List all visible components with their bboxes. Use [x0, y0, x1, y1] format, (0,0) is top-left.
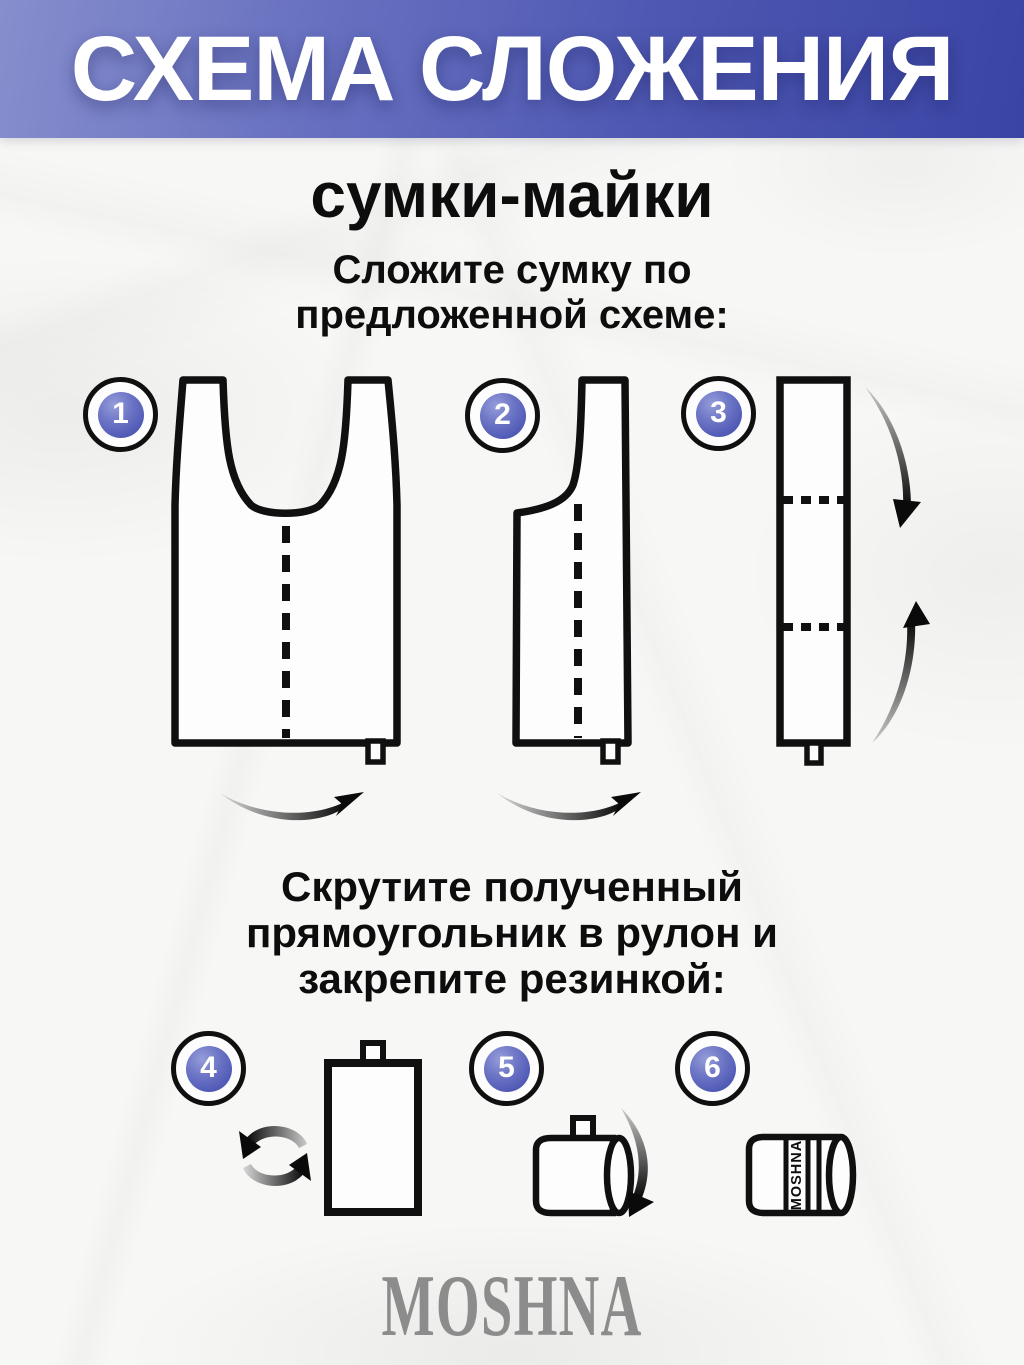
folded-rectangle-diagram	[324, 1040, 422, 1216]
step-2-badge: 2	[465, 378, 540, 453]
roll-instruction-line-3: закрепите резинкой:	[298, 955, 726, 1002]
step-4-number: 4	[200, 1050, 217, 1084]
strip-outline	[776, 376, 851, 747]
roll-arrow-icon	[621, 1108, 654, 1217]
step-1-badge: 1	[83, 377, 158, 452]
rolled-bag-diagram	[532, 1108, 654, 1217]
fold-instruction-line-1: Сложите сумку по	[332, 248, 692, 292]
roll-instruction: Скрутите полученный прямоугольник в руло…	[0, 864, 1024, 1002]
step-6-badge: 6	[675, 1031, 750, 1106]
step-4-badge: 4	[171, 1031, 246, 1106]
roll-band-label: MOSHNA	[789, 1140, 805, 1210]
bag-outline	[512, 376, 632, 747]
rotate-arrows-icon	[239, 1126, 311, 1186]
roll-body	[532, 1134, 617, 1217]
fold-arrow-icon	[497, 792, 641, 821]
step-3-badge: 3	[681, 376, 756, 451]
step-5-badge-circle: 5	[483, 1045, 530, 1092]
bag-tab	[365, 738, 386, 765]
bag-folded-strip-diagram	[776, 376, 930, 766]
page-title: СХЕМА СЛОЖЕНИЯ	[70, 17, 955, 120]
step-3-number: 3	[710, 395, 727, 429]
bag-tab	[804, 740, 824, 766]
step-4-badge-circle: 4	[185, 1045, 232, 1092]
step-5-number: 5	[498, 1050, 515, 1084]
roll-end	[603, 1134, 635, 1217]
header-banner: СХЕМА СЛОЖЕНИЯ	[0, 0, 1024, 138]
roll-body	[745, 1133, 840, 1217]
brand-logo-text: MOSHNA	[381, 1258, 643, 1355]
step-3-badge-circle: 3	[695, 390, 742, 437]
bag-flat-diagram	[171, 376, 401, 765]
step-1-number: 1	[112, 396, 129, 430]
fold-instruction-line-2: предложенной схеме:	[295, 293, 729, 337]
step-5-badge: 5	[469, 1031, 544, 1106]
step-6-number: 6	[704, 1050, 721, 1084]
step-2-badge-circle: 2	[479, 392, 526, 439]
fold-down-arrow-icon	[865, 387, 921, 528]
bag-type-title: сумки-майки	[310, 159, 714, 231]
rect-outline	[324, 1059, 422, 1216]
brand-logo: MOSHNA	[0, 1256, 1024, 1357]
fold-up-arrow-icon	[872, 601, 930, 743]
step-2-number: 2	[494, 397, 511, 431]
step-1-badge-circle: 1	[97, 391, 144, 438]
step-6-badge-circle: 6	[689, 1045, 736, 1092]
roll-end	[825, 1133, 857, 1217]
roll-instruction-line-2: прямоугольник в рулон и	[246, 909, 778, 956]
fold-instruction: Сложите сумку по предложенной схеме:	[0, 248, 1024, 338]
bag-tab	[600, 738, 621, 765]
secured-roll-diagram: MOSHNA	[745, 1133, 857, 1217]
bag-folded-half-diagram	[512, 376, 632, 765]
roll-instruction-line-1: Скрутите полученный	[281, 863, 743, 910]
fold-arrow-icon	[220, 792, 364, 821]
